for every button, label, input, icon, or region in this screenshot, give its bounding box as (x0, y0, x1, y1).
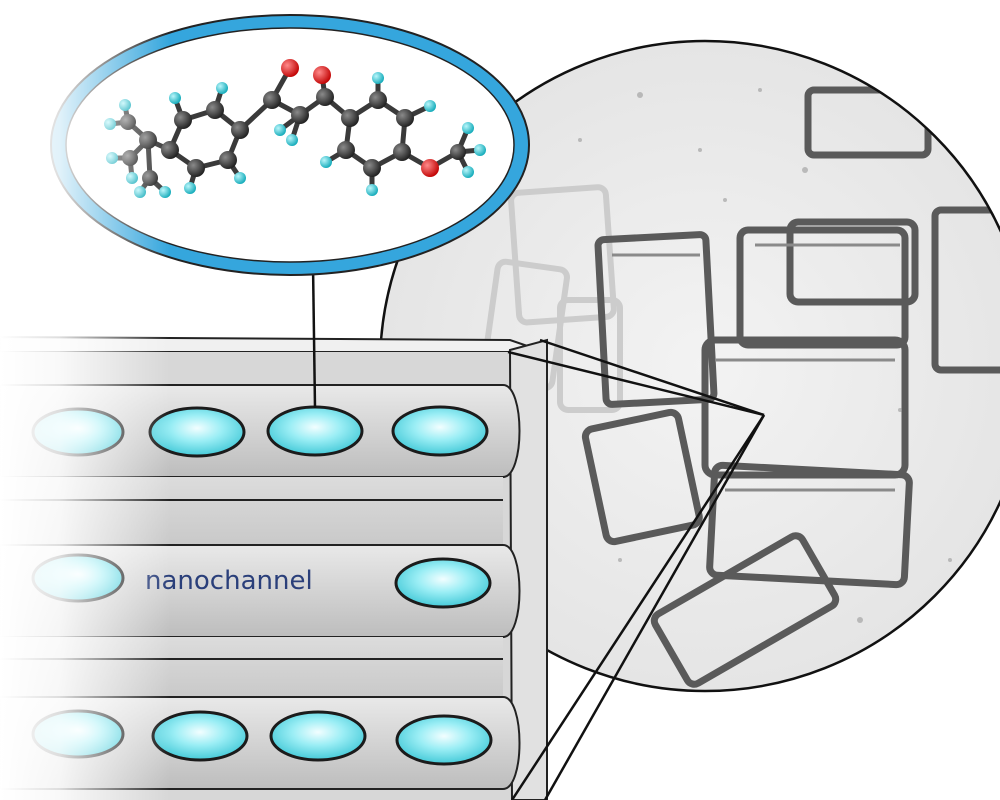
connector-line (311, 264, 317, 409)
molecule-capsule (266, 405, 364, 457)
molecule-capsule (31, 709, 125, 759)
nanochannel-block: nanochannel (0, 335, 548, 800)
molecule-capsule (31, 553, 125, 603)
molecule-capsule (269, 710, 367, 762)
zoom-lines (507, 338, 766, 800)
molecule-capsule (391, 405, 489, 457)
molecule-capsule (394, 557, 492, 609)
molecule-capsule (395, 714, 493, 766)
nanochannel-label: nanochannel (145, 566, 313, 596)
molecule-capsule (148, 406, 246, 458)
molecule-capsule (31, 407, 125, 457)
molecule-capsule (151, 710, 249, 762)
